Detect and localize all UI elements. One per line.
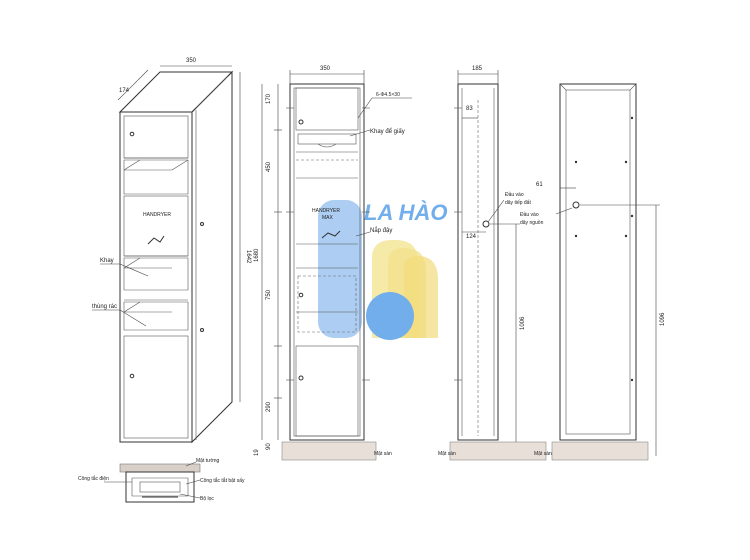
iso-label-bin: thùng rác	[92, 304, 117, 310]
side-dim-185: 185	[472, 66, 483, 72]
front-frame	[289, 83, 365, 441]
front-brand-line1: HANDRYER	[312, 208, 340, 214]
front-top-door	[295, 87, 359, 131]
side-view: 83 185 124 Đầu vào dây tiếp đất 1006 Mặt…	[438, 66, 547, 461]
iso-brand-label: HANDRYER	[143, 212, 171, 218]
watermark-blue-bar	[318, 200, 362, 338]
top-label-wall: Mặt tường	[196, 458, 220, 464]
front-paper-slot	[297, 133, 357, 145]
iso-dryer-panel	[123, 195, 189, 257]
back-floor	[551, 441, 649, 461]
back-dim-61: 61	[536, 182, 543, 188]
front-view: HANDRYER MAX Mặt sàn 350 170 450 750	[254, 66, 412, 461]
side-floor	[449, 441, 547, 461]
iso-top-face	[118, 71, 234, 113]
iso-front-face	[119, 111, 193, 443]
top-label-filter: Bộ lọc	[200, 496, 214, 502]
front-label-lid: Nắp đậy	[370, 227, 392, 234]
top-view: Mặt tường Công tắc điện Công tắc tắt bật…	[78, 458, 245, 503]
iso-side-face	[191, 70, 233, 444]
front-dim-450: 450	[266, 161, 272, 172]
back-label-floor: Mặt sàn	[534, 451, 552, 457]
side-ground-input	[482, 220, 490, 228]
back-power-input	[572, 201, 580, 209]
front-tray-area	[297, 275, 357, 333]
top-filter	[139, 481, 181, 493]
iso-top-door	[123, 115, 189, 159]
iso-label-tray: Khay	[100, 258, 114, 264]
iso-lock-bottom	[129, 373, 135, 379]
side-label-ground-1: Đầu vào	[505, 192, 524, 198]
top-label-switch: Công tắc điện	[78, 475, 109, 482]
back-frame	[559, 83, 637, 441]
top-label-dryer-switch: Công tắc tắt bật sấy	[200, 477, 245, 484]
front-dim-290: 290	[266, 401, 272, 412]
watermark-text: LA HÀO	[364, 200, 448, 225]
front-label-paper-tray: Khay để giấy	[370, 128, 405, 135]
front-dim-19: 19	[254, 449, 260, 456]
iso-dim-depth: 174	[119, 88, 130, 94]
side-label-floor: Mặt sàn	[438, 451, 456, 457]
front-bin-door	[295, 345, 359, 437]
watermark-blue-circle	[366, 292, 414, 340]
iso-hand-icon	[147, 235, 165, 245]
front-hand-icon	[321, 230, 341, 239]
top-box	[125, 471, 195, 503]
isometric-view: HANDRYER 174 350 1642 Khay thùng rác	[92, 58, 251, 444]
side-dim-1006: 1006	[520, 316, 526, 330]
front-lock-bottom	[298, 375, 304, 381]
side-frame	[457, 83, 499, 441]
watermark-logo: LA HÀO	[318, 200, 448, 340]
front-dim-750: 750	[266, 289, 272, 300]
side-dim-124: 124	[466, 234, 477, 240]
front-dim-90: 90	[266, 443, 272, 450]
iso-dim-height: 1642	[245, 250, 251, 264]
back-label-power-2: dây nguồn	[520, 220, 544, 226]
front-dim-1680: 1680	[254, 248, 260, 262]
back-dim-1096: 1096	[660, 312, 666, 326]
iso-dim-width: 350	[186, 58, 197, 64]
front-dim-width: 350	[320, 66, 331, 72]
back-label-power-1: Đầu vào	[520, 212, 539, 218]
side-dim-83: 83	[466, 106, 473, 112]
front-dim-170: 170	[266, 93, 272, 104]
back-view: 61 Đầu vào dây nguồn 1096 Mặt sàn	[520, 83, 666, 461]
front-label-floor: Mặt sàn	[374, 451, 392, 457]
iso-lock-top	[129, 131, 135, 137]
iso-bin-door	[123, 335, 189, 439]
side-label-ground-2: dây tiếp đất	[505, 200, 531, 206]
front-floor	[281, 441, 377, 461]
front-brand-line2: MAX	[322, 215, 334, 221]
front-lock-top	[298, 119, 304, 125]
front-label-screw: 6-Φ4.5×30	[376, 92, 400, 98]
